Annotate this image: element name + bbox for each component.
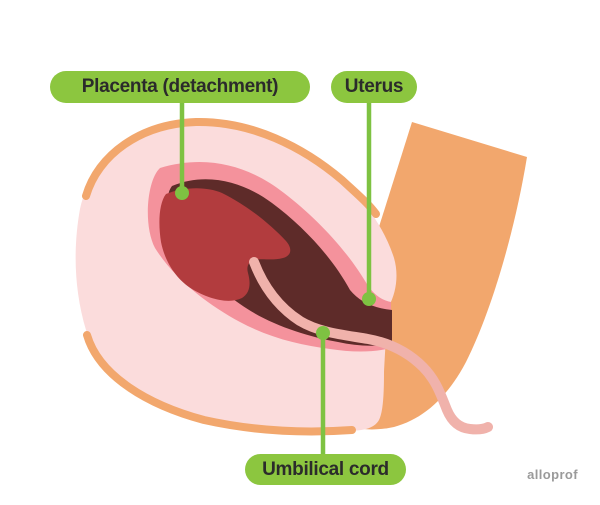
alloprof-watermark: alloprof <box>527 467 578 482</box>
uterus-outline-top <box>82 117 380 218</box>
uterus-outline-bottom <box>83 331 356 436</box>
uterus-label-text: Uterus <box>344 76 404 97</box>
umbilical-cord-label-text: Umbilical cord <box>262 458 389 480</box>
umbilical-cord-pointer-dot <box>316 326 330 340</box>
placenta-pointer-dot <box>175 186 189 200</box>
placenta-shape <box>159 188 291 301</box>
placenta-connector <box>175 100 189 200</box>
umbilical-cord-shape <box>249 257 493 435</box>
placenta-label-text: Placenta (detachment) <box>81 76 279 97</box>
uterus-pointer-dot <box>362 292 376 306</box>
uterus-connector <box>362 100 376 306</box>
uterus-label: Uterus <box>331 71 417 103</box>
umbilical-cord-label: Umbilical cord <box>245 454 406 485</box>
placenta-label: Placenta (detachment) <box>50 71 310 103</box>
umbilical-cord-connector <box>316 326 330 458</box>
